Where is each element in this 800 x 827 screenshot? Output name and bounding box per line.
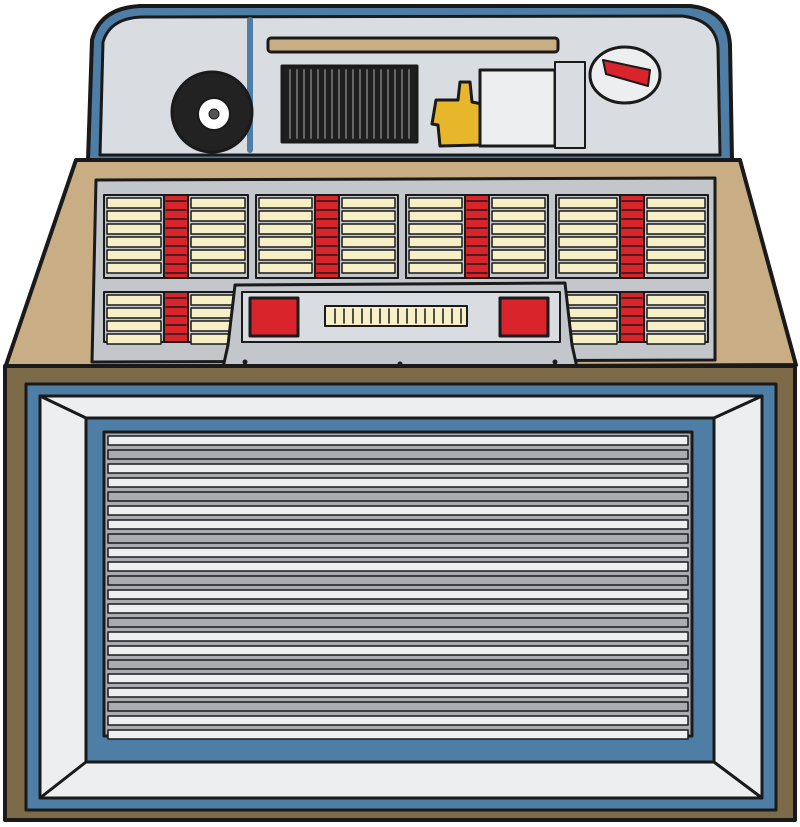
grille-slat bbox=[107, 575, 689, 586]
selection-card bbox=[106, 249, 162, 261]
selection-card bbox=[106, 294, 162, 306]
selection-card bbox=[258, 197, 313, 209]
selection-card bbox=[646, 236, 706, 248]
selection-card bbox=[341, 249, 396, 261]
selection-card bbox=[106, 333, 162, 345]
selection-card bbox=[646, 307, 706, 319]
selection-card bbox=[646, 333, 706, 345]
selection-card bbox=[491, 236, 546, 248]
grille-slat bbox=[107, 449, 689, 460]
selection-card bbox=[646, 320, 706, 332]
grille-slat bbox=[107, 519, 689, 530]
grille-slat bbox=[107, 435, 689, 446]
selection-card bbox=[646, 210, 706, 222]
selection-card bbox=[258, 223, 313, 235]
selection-card bbox=[646, 249, 706, 261]
selection-card bbox=[558, 249, 618, 261]
selector-slot[interactable] bbox=[324, 305, 468, 327]
record-stack bbox=[280, 64, 419, 144]
mechanism-block bbox=[478, 68, 557, 148]
selection-card bbox=[646, 262, 706, 274]
selection-card bbox=[408, 210, 463, 222]
selection-card bbox=[190, 210, 246, 222]
tonearm-bar bbox=[266, 36, 560, 54]
selection-card bbox=[190, 197, 246, 209]
grille-slats bbox=[107, 435, 689, 740]
selection-card bbox=[408, 223, 463, 235]
selection-card bbox=[190, 262, 246, 274]
selection-card bbox=[106, 197, 162, 209]
selection-card bbox=[646, 294, 706, 306]
selection-card bbox=[491, 262, 546, 274]
selection-card bbox=[106, 223, 162, 235]
selection-card bbox=[408, 236, 463, 248]
selection-card bbox=[408, 249, 463, 261]
selection-card bbox=[341, 197, 396, 209]
selection-card bbox=[491, 197, 546, 209]
glass-dome bbox=[86, 4, 734, 162]
grille-slat bbox=[107, 617, 689, 628]
selection-card bbox=[491, 249, 546, 261]
selection-card bbox=[341, 223, 396, 235]
selection-card bbox=[341, 262, 396, 274]
grille-slat bbox=[107, 547, 689, 558]
lid bbox=[3, 158, 798, 374]
selection-card bbox=[558, 236, 618, 248]
selection-card bbox=[258, 236, 313, 248]
grille-slat bbox=[107, 561, 689, 572]
grille-slat bbox=[107, 659, 689, 670]
selection-card bbox=[558, 262, 618, 274]
grille-slat bbox=[107, 463, 689, 474]
selection-card bbox=[106, 236, 162, 248]
grille-slat bbox=[107, 631, 689, 642]
selection-card bbox=[491, 223, 546, 235]
grille-slat bbox=[107, 491, 689, 502]
red-button-left[interactable] bbox=[248, 296, 300, 338]
selection-card bbox=[646, 197, 706, 209]
selection-card bbox=[558, 210, 618, 222]
selection-card bbox=[341, 210, 396, 222]
grille-slat bbox=[107, 589, 689, 600]
control-panel bbox=[220, 281, 580, 374]
selection-card bbox=[106, 320, 162, 332]
selection-card bbox=[408, 262, 463, 274]
grille-slat bbox=[107, 687, 689, 698]
selection-card bbox=[258, 249, 313, 261]
record-stack-lines bbox=[289, 69, 410, 139]
grille-slat bbox=[107, 505, 689, 516]
grille-slat bbox=[107, 477, 689, 488]
selection-card bbox=[190, 223, 246, 235]
selection-card bbox=[190, 249, 246, 261]
red-button-right[interactable] bbox=[498, 296, 550, 338]
grille-slat bbox=[107, 701, 689, 712]
selection-card bbox=[341, 236, 396, 248]
grille-slat bbox=[107, 645, 689, 656]
cabinet-body bbox=[3, 364, 797, 822]
selection-card bbox=[408, 197, 463, 209]
selection-card bbox=[491, 210, 546, 222]
selection-card bbox=[258, 262, 313, 274]
grille-slat bbox=[107, 603, 689, 614]
selection-card bbox=[106, 262, 162, 274]
grille-slat bbox=[107, 715, 689, 726]
selection-card bbox=[558, 223, 618, 235]
grille-slat bbox=[107, 533, 689, 544]
selection-cards bbox=[103, 194, 709, 345]
selection-card bbox=[646, 223, 706, 235]
selection-card bbox=[106, 307, 162, 319]
red-flag bbox=[602, 59, 651, 87]
selection-card bbox=[190, 236, 246, 248]
grille-slat bbox=[107, 673, 689, 684]
selection-card bbox=[558, 197, 618, 209]
selection-card bbox=[106, 210, 162, 222]
grille-slat bbox=[107, 729, 689, 740]
selection-card bbox=[258, 210, 313, 222]
